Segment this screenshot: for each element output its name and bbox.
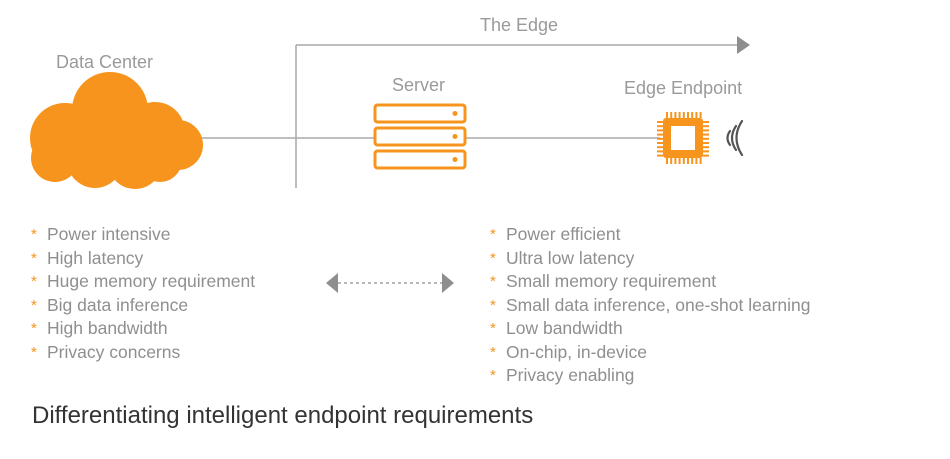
- list-item-text: High bandwidth: [47, 318, 168, 338]
- list-item-text: Privacy concerns: [47, 341, 181, 362]
- wireless-signal-icon: [726, 119, 744, 157]
- list-item-text: On-chip, in-device: [506, 341, 648, 362]
- bullet-icon: *: [490, 320, 496, 337]
- list-item-text: Low bandwidth: [506, 318, 623, 338]
- server-rack-icon: [373, 103, 467, 170]
- list-item: * Small memory requirement: [490, 270, 811, 294]
- list-item-text: Privacy enabling: [506, 365, 635, 385]
- server-label: Server: [392, 75, 446, 95]
- list-item-text: Power intensive: [47, 224, 171, 244]
- bullet-icon: *: [490, 343, 496, 361]
- double-arrow-icon: [326, 273, 454, 293]
- list-item: * Privacy enabling: [490, 364, 811, 388]
- list-item: * Power efficient: [490, 223, 811, 247]
- bullet-icon: *: [490, 296, 496, 314]
- bullet-icon: *: [31, 296, 37, 314]
- bullet-icon: *: [31, 343, 37, 361]
- bullet-icon: *: [31, 320, 37, 337]
- bullet-icon: *: [31, 273, 37, 290]
- list-item: * Low bandwidth: [490, 317, 811, 341]
- edge-endpoint-traits-list: * Power efficient * Ultra low latency * Small…: [490, 223, 811, 388]
- edge-arrow-head: [737, 36, 750, 54]
- edge-label: The Edge: [480, 15, 559, 35]
- list-item-text: Small data inference, one-shot learning: [506, 294, 811, 315]
- list-item-text: Ultra low latency: [506, 247, 635, 268]
- list-item-text: Power efficient: [506, 224, 621, 244]
- caption: Differentiating intelligent endpoint req…: [32, 402, 534, 429]
- list-item: * High latency: [31, 247, 255, 271]
- list-item-text: Small memory requirement: [506, 271, 717, 291]
- list-item: * On-chip, in-device: [490, 341, 811, 365]
- list-item-text: Huge memory requirement: [47, 271, 256, 291]
- list-item: * Ultra low latency: [490, 247, 811, 271]
- list-item-text: High latency: [47, 247, 144, 268]
- list-item-text: Big data inference: [47, 294, 189, 315]
- edge-endpoint-label: Edge Endpoint: [624, 78, 743, 98]
- microchip-icon: [657, 112, 709, 164]
- list-item: * Power intensive: [31, 223, 255, 247]
- list-item: * Small data inference, one-shot learning: [490, 294, 811, 318]
- bullet-icon: *: [490, 273, 496, 290]
- bullet-icon: *: [490, 367, 496, 384]
- bullet-icon: *: [490, 249, 496, 267]
- bullet-icon: *: [31, 249, 37, 267]
- bullet-icon: *: [31, 226, 37, 243]
- list-item: * Huge memory requirement: [31, 270, 255, 294]
- list-item: * Privacy concerns: [31, 341, 255, 365]
- list-item: * High bandwidth: [31, 317, 255, 341]
- cloud-icon: [30, 72, 203, 189]
- data-center-traits-list: * Power intensive * High latency * Huge memor…: [31, 223, 255, 364]
- list-item: * Big data inference: [31, 294, 255, 318]
- bullet-icon: *: [490, 226, 496, 243]
- data-center-label: Data Center: [56, 52, 154, 72]
